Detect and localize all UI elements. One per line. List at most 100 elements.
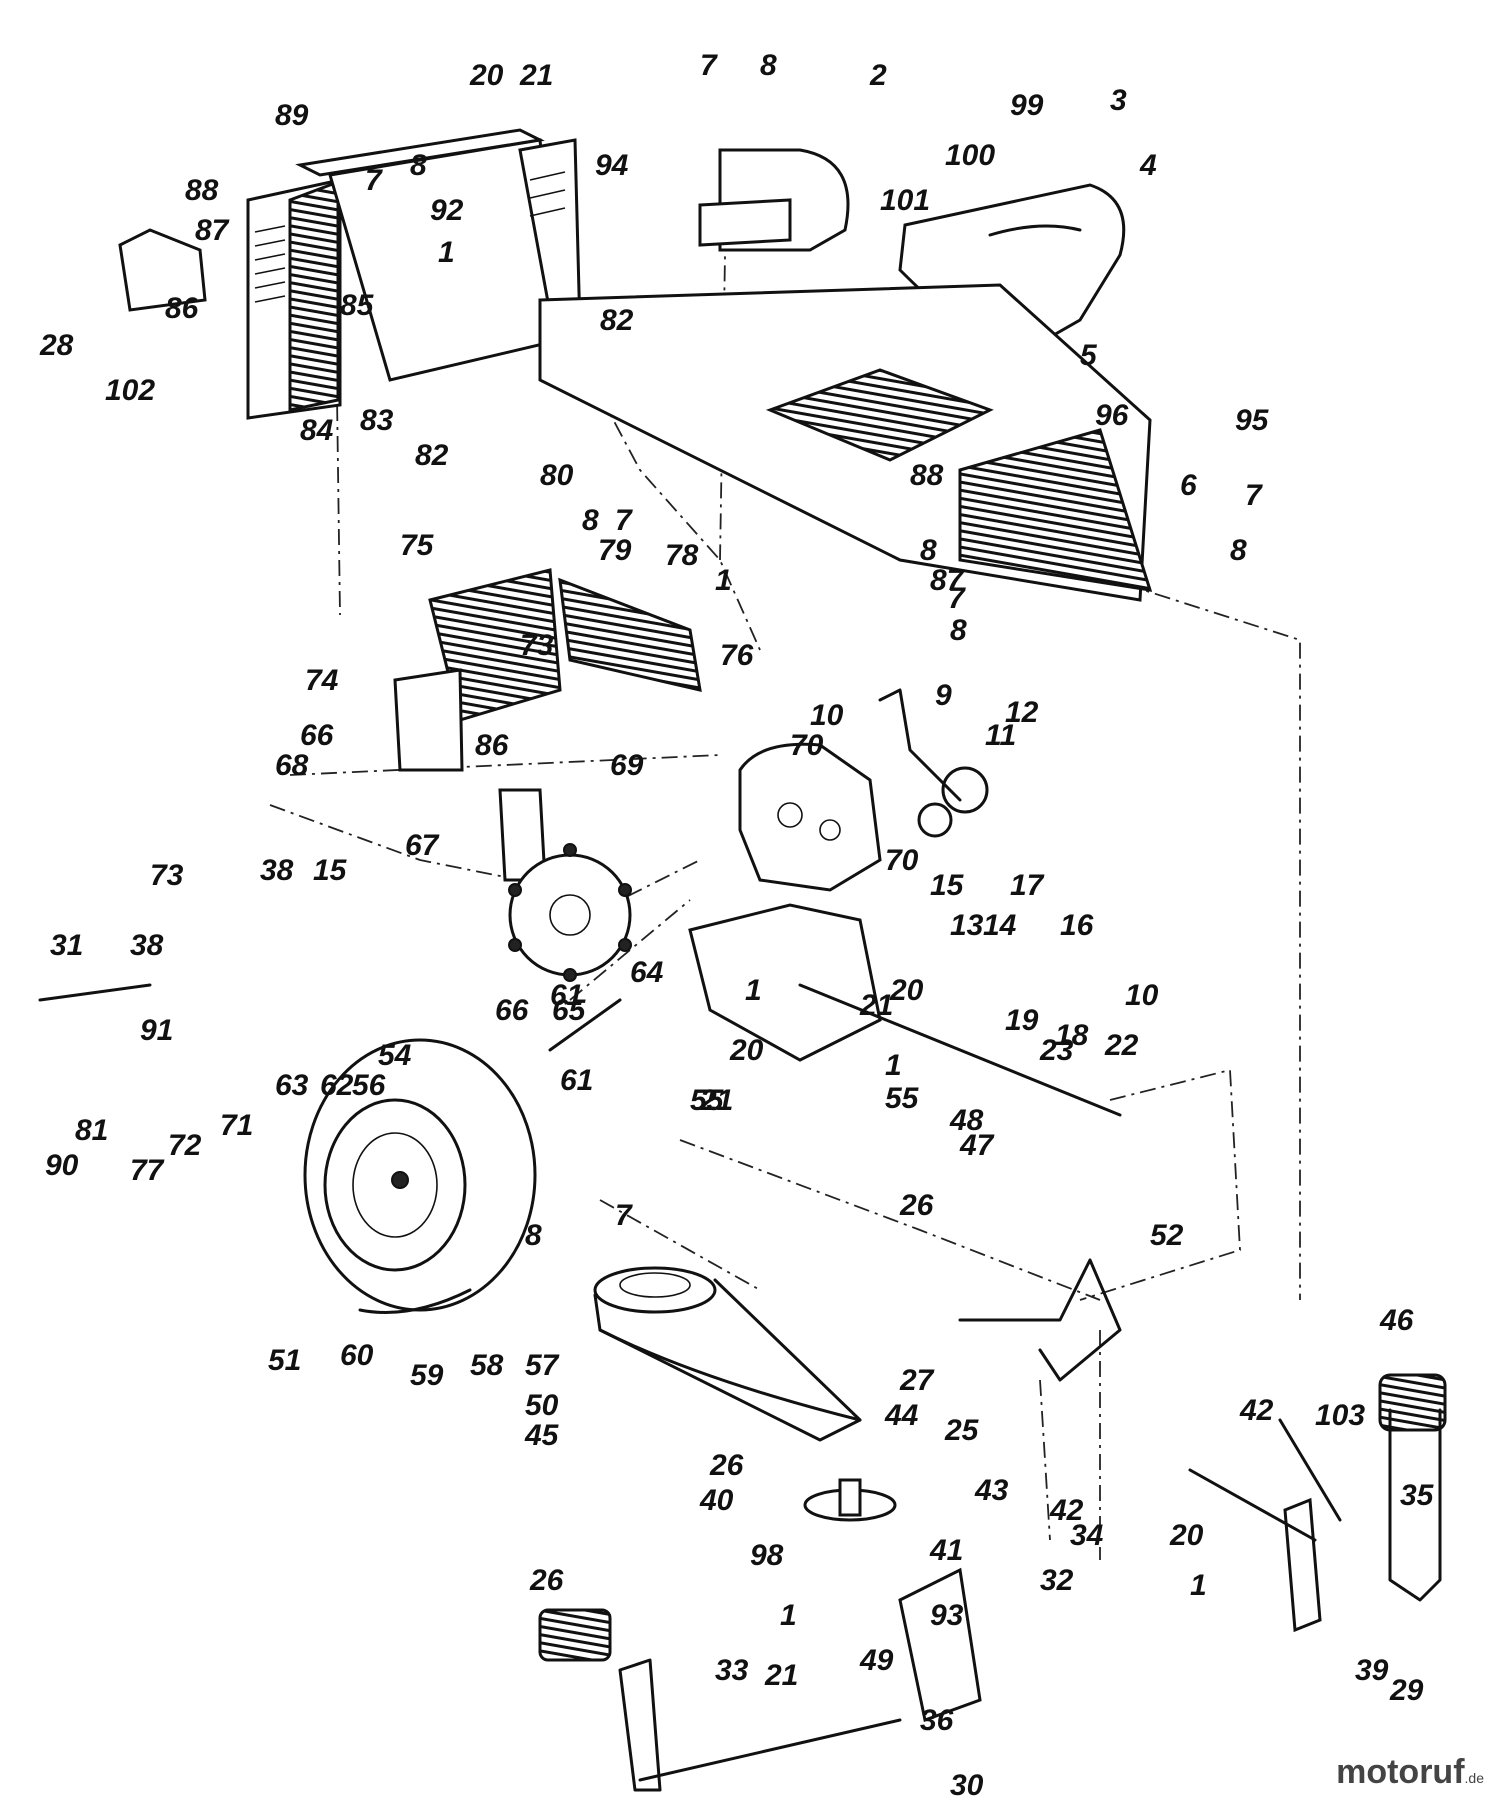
callout-56: 56 — [352, 1069, 386, 1102]
callout-8: 8 — [1230, 534, 1247, 567]
callout-36: 36 — [920, 1704, 954, 1737]
callout-81: 81 — [75, 1114, 108, 1147]
callout-74: 74 — [305, 664, 339, 697]
callout-7: 7 — [1245, 479, 1263, 512]
callout-13: 13 — [950, 909, 984, 942]
callout-11: 11 — [985, 719, 1016, 752]
callout-21: 21 — [859, 989, 893, 1022]
callout-29: 29 — [1389, 1674, 1424, 1707]
callout-7: 7 — [948, 582, 966, 615]
rear-wheel — [303, 1038, 537, 1314]
pedals — [538, 1373, 1447, 1792]
callout-8: 8 — [410, 149, 427, 182]
watermark-logo: motoruf.de — [1336, 1753, 1484, 1792]
callout-89: 89 — [275, 99, 309, 132]
callout-23: 23 — [1039, 1034, 1074, 1067]
callout-103: 103 — [1315, 1399, 1365, 1432]
callout-7: 7 — [615, 1199, 633, 1232]
grille-panel — [118, 128, 582, 420]
callout-20: 20 — [729, 1034, 764, 1067]
callout-85: 85 — [340, 289, 375, 322]
callout-31: 31 — [50, 929, 83, 962]
callout-69: 69 — [610, 749, 644, 782]
callout-2: 2 — [869, 59, 887, 92]
callout-1: 1 — [745, 974, 762, 1007]
callout-25: 25 — [944, 1414, 980, 1447]
callout-54: 54 — [378, 1039, 412, 1072]
callout-20: 20 — [469, 59, 504, 92]
callout-86: 86 — [475, 729, 509, 762]
callout-8: 8 — [582, 504, 599, 537]
callout-93: 93 — [930, 1599, 964, 1632]
callout-82: 82 — [415, 439, 449, 472]
callout-83: 83 — [360, 404, 394, 437]
linkage-rods — [38, 688, 1342, 1542]
callout-88: 88 — [910, 459, 944, 492]
callout-20: 20 — [889, 974, 924, 1007]
callout-57: 57 — [525, 1349, 560, 1382]
callout-91: 91 — [140, 1014, 173, 1047]
callout-96: 96 — [1095, 399, 1129, 432]
callout-3: 3 — [1110, 84, 1127, 117]
callout-21: 21 — [699, 1084, 733, 1117]
callout-70: 70 — [885, 844, 919, 877]
callout-1: 1 — [438, 236, 455, 269]
callout-46: 46 — [1379, 1304, 1414, 1337]
callout-49: 49 — [859, 1644, 894, 1677]
callout-33: 33 — [715, 1654, 749, 1687]
callout-43: 43 — [974, 1474, 1009, 1507]
callout-55: 55 — [885, 1082, 920, 1115]
callout-26: 26 — [529, 1564, 564, 1597]
callout-87: 87 — [195, 214, 230, 247]
callout-32: 32 — [1040, 1564, 1074, 1597]
callout-8: 8 — [920, 534, 937, 567]
callout-86: 86 — [165, 292, 199, 325]
callout-55: 55 — [690, 1084, 725, 1117]
callout-5: 5 — [1080, 339, 1098, 372]
callout-75: 75 — [400, 529, 435, 562]
callout-84: 84 — [300, 414, 334, 447]
callout-4: 4 — [1139, 149, 1157, 182]
callout-8: 8 — [525, 1219, 542, 1252]
callout-1: 1 — [715, 564, 732, 597]
callout-1: 1 — [885, 1049, 902, 1082]
callout-61: 61 — [550, 979, 583, 1012]
callout-87: 87 — [930, 564, 965, 597]
belt-drive — [593, 1266, 897, 1522]
transmission — [508, 742, 989, 982]
callout-18: 18 — [1055, 1019, 1089, 1052]
watermark-brand: motoruf — [1336, 1753, 1465, 1791]
callout-7: 7 — [700, 49, 718, 82]
callout-34: 34 — [1070, 1519, 1104, 1552]
callout-28: 28 — [39, 329, 74, 362]
callout-20: 20 — [1169, 1519, 1204, 1552]
callout-66: 66 — [300, 719, 334, 752]
callout-48: 48 — [949, 1104, 984, 1137]
callout-45: 45 — [524, 1419, 560, 1452]
callout-10: 10 — [810, 699, 844, 732]
callout-73: 73 — [150, 859, 184, 892]
callout-27: 27 — [899, 1364, 935, 1397]
callout-67: 67 — [405, 829, 440, 862]
callout-79: 79 — [598, 534, 632, 567]
callout-22: 22 — [1104, 1029, 1139, 1062]
callout-15: 15 — [313, 854, 348, 887]
callout-73: 73 — [520, 629, 554, 662]
callout-10: 10 — [1125, 979, 1159, 1012]
callout-8: 8 — [950, 614, 967, 647]
callout-1: 1 — [1190, 1569, 1207, 1602]
brackets — [393, 568, 882, 1062]
callout-95: 95 — [1235, 404, 1270, 437]
callout-9: 9 — [935, 679, 952, 712]
callout-7: 7 — [615, 504, 633, 537]
callout-30: 30 — [950, 1769, 984, 1800]
callout-66: 66 — [495, 994, 529, 1027]
callout-14: 14 — [983, 909, 1017, 942]
callout-88: 88 — [185, 174, 219, 207]
callout-59: 59 — [410, 1359, 444, 1392]
callout-68: 68 — [275, 749, 309, 782]
callout-39: 39 — [1355, 1654, 1389, 1687]
callout-38: 38 — [130, 929, 164, 962]
